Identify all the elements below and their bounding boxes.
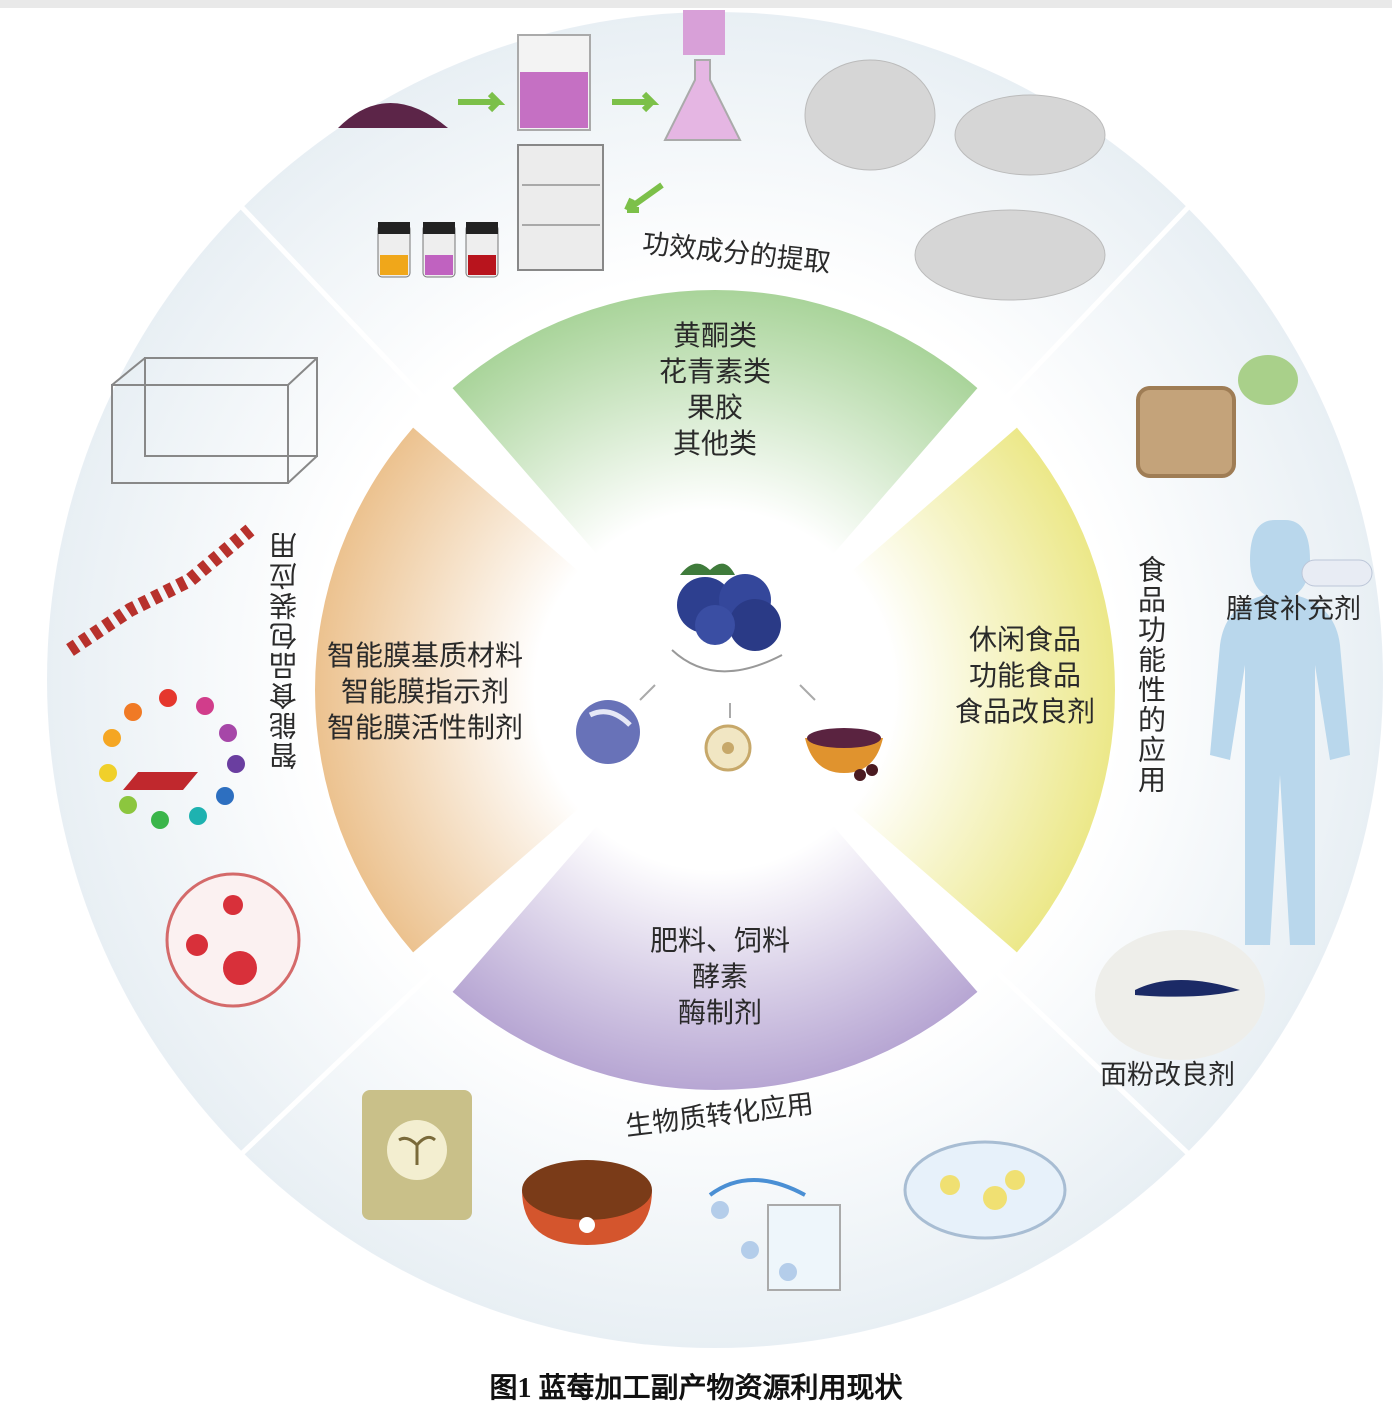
list-item: 果胶: [686, 391, 743, 424]
human-body-icon: [1210, 520, 1350, 945]
top-bar: [0, 0, 1392, 8]
biomass-items: 肥料、饲料 酵素 酶制剂: [620, 923, 820, 1031]
pomace-powder-icon: [805, 728, 883, 781]
arrow-icon: [458, 91, 506, 113]
list-item: 肥料、饲料: [649, 924, 790, 957]
packaging-items: 智能膜基质材料 智能膜指示剂 智能膜活性制剂: [310, 638, 540, 746]
petri-dish-icon: [903, 1140, 1067, 1240]
flour-improver-label: 面粉改良剂: [1100, 1060, 1235, 1091]
candy-icon: [1238, 355, 1298, 405]
ring-divider: [232, 971, 434, 1163]
connector-arc: [671, 649, 783, 673]
arrow-icon: [612, 91, 660, 113]
film-box-icon: [111, 357, 318, 484]
food-title: 食品功能性的应用: [1134, 555, 1167, 795]
capsule-icon: [1301, 559, 1373, 587]
molecule-icon: [804, 59, 936, 171]
list-item: 休闲食品: [968, 623, 1081, 656]
ring-divider: [996, 971, 1198, 1163]
biscuit-icon: [1136, 386, 1236, 478]
outer-ring-dividers: [232, 197, 1198, 1163]
powder-pile-icon: [338, 103, 448, 128]
beaker-icon: [517, 34, 591, 131]
connector-line: [639, 684, 656, 701]
list-item: 智能膜指示剂: [340, 675, 509, 708]
molecule-icon: [954, 94, 1106, 176]
food-items: 休闲食品 功能食品 食品改良剂: [930, 622, 1120, 730]
center-circle: [543, 518, 887, 862]
color-wheel-icon: [99, 689, 245, 829]
list-item: 其他类: [672, 427, 757, 460]
extraction-items: 黄酮类 花青素类 果胶 其他类: [610, 318, 820, 462]
packaging-sector: [315, 427, 586, 953]
list-item: 功能食品: [968, 659, 1081, 692]
petri-dish-icon: [165, 872, 301, 1008]
list-item: 酵素: [691, 960, 748, 993]
list-item: 智能膜基质材料: [326, 639, 523, 672]
ring-divider: [996, 197, 1198, 409]
list-item: 黄酮类: [672, 319, 757, 352]
flour-icon: [1095, 930, 1265, 1060]
hplc-icon: [517, 144, 604, 271]
food-sector: [844, 427, 1115, 953]
list-item: 花青素类: [658, 355, 771, 388]
connector-line: [799, 684, 816, 701]
ring-divider: [232, 197, 434, 409]
flask-icon: [663, 10, 742, 141]
extraction-sector: [452, 290, 978, 561]
list-item: 食品改良剂: [954, 695, 1095, 728]
dietary-supplement-label: 膳食补充剂: [1226, 594, 1361, 625]
pet-bowl-icon: [522, 1160, 652, 1245]
fertilizer-bag-icon: [362, 1090, 472, 1220]
packaging-title: 智能食品包装应用: [268, 530, 301, 770]
blueberry-icon: [677, 563, 781, 651]
berry-skin-icon: [576, 700, 640, 764]
seed-icon: [704, 724, 752, 772]
arrow-icon: [624, 182, 664, 213]
figure-caption: 图1 蓝莓加工副产物资源利用现状: [489, 1373, 903, 1404]
list-item: 酶制剂: [677, 996, 762, 1029]
biomass-sector: [452, 819, 978, 1090]
list-item: 智能膜活性制剂: [326, 711, 523, 744]
molecule-icon: [66, 524, 255, 656]
vials-icon: [377, 222, 499, 278]
molecule-icon: [914, 209, 1106, 301]
water-beaker-icon: [708, 1178, 841, 1291]
